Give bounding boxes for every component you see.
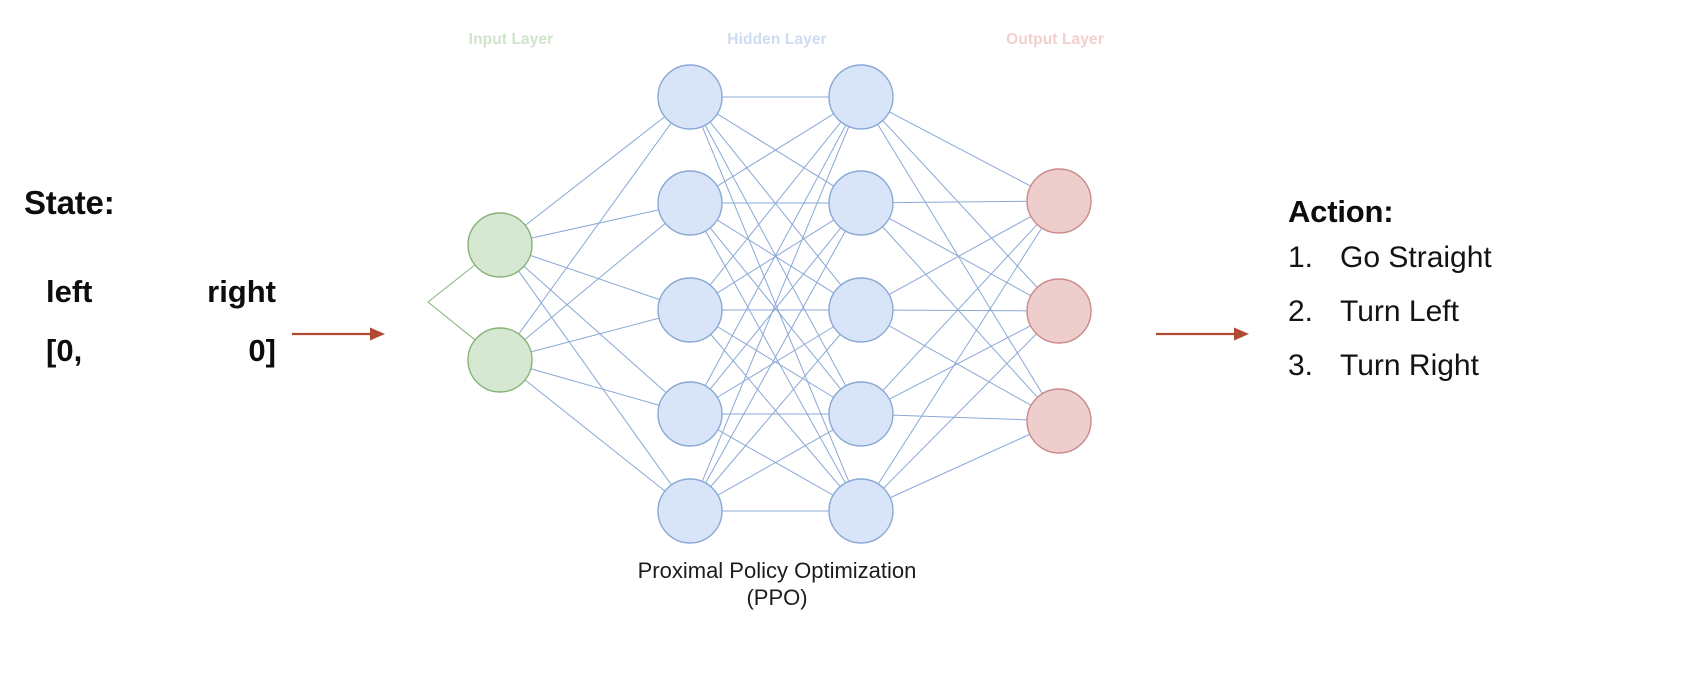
network-edge (523, 265, 667, 394)
hidden-node (828, 381, 894, 447)
state-value-right: 0] (248, 333, 276, 368)
layer-label-output: Output Layer (1006, 31, 1104, 48)
output-node (1026, 168, 1092, 234)
network-edge (882, 226, 1038, 398)
hidden-node (657, 170, 723, 236)
network-edge (877, 124, 1043, 394)
action-list-item: 2. Turn Left (1288, 297, 1668, 327)
network-edge (704, 124, 847, 387)
action-list-item: 1. Go Straight (1288, 243, 1668, 273)
network-edge (518, 270, 672, 486)
action-item-label: Turn Right (1340, 349, 1479, 382)
output-node (1026, 388, 1092, 454)
action-list-item: 3. Turn Right (1288, 351, 1668, 381)
neural-network-graph (400, 0, 1120, 560)
action-item-number: 1. (1288, 241, 1314, 274)
network-edge (882, 120, 1038, 288)
network-svg (427, 64, 1092, 544)
hidden-node (657, 381, 723, 447)
action-title: Action: (1288, 194, 1394, 229)
network-edge (889, 325, 1031, 400)
network-nodes (467, 64, 1092, 544)
state-title: State: (24, 184, 115, 221)
state-values: [0, 0] (46, 335, 276, 366)
state-to-network-arrow-icon (292, 324, 388, 344)
network-edge (892, 200, 1028, 204)
network-edge (717, 326, 834, 398)
network-edge (888, 325, 1032, 406)
network-edge (892, 414, 1028, 421)
network-edge (882, 224, 1038, 391)
hidden-node (828, 478, 894, 544)
network-edge (888, 215, 1032, 296)
network-edge (710, 334, 841, 487)
network-edge (427, 301, 476, 341)
state-value-left: [0, (46, 333, 83, 368)
layer-label-hidden: Hidden Layer (727, 31, 827, 48)
action-list: 1. Go Straight 2. Turn Left 3. Turn Right (1288, 243, 1668, 381)
network-edge (530, 317, 660, 353)
state-label-right: right (207, 274, 276, 309)
network-edge (716, 113, 835, 187)
network-edge (709, 227, 842, 390)
state-vector: left right [0, 0] (46, 276, 276, 366)
state-column-labels: left right (46, 276, 276, 307)
network-edge (877, 227, 1043, 485)
network-edge (889, 111, 1031, 187)
network-caption: Proximal Policy Optimization (PPO) (638, 558, 917, 612)
action-item-label: Go Straight (1340, 241, 1492, 274)
output-node (1026, 278, 1092, 344)
network-edge (883, 333, 1037, 489)
action-item-label: Turn Left (1340, 295, 1459, 328)
network-edge (518, 122, 672, 335)
hidden-node (828, 170, 894, 236)
network-edge (701, 126, 850, 482)
hidden-node (657, 64, 723, 130)
network-edge (717, 429, 834, 496)
caption-line-1: Proximal Policy Optimization (637, 558, 917, 583)
network-to-action-arrow-icon (1156, 324, 1252, 344)
hidden-node (657, 277, 723, 343)
network-edge (524, 379, 666, 492)
hidden-node (657, 478, 723, 544)
network-edge (531, 209, 659, 239)
network-edge (427, 264, 476, 303)
hidden-node (828, 277, 894, 343)
network-edge (892, 309, 1028, 312)
hidden-node (828, 64, 894, 130)
network-edge (705, 230, 846, 484)
network-edge (524, 116, 666, 226)
network-edge (709, 121, 842, 286)
caption-line-2: (PPO) (746, 584, 808, 610)
network-edge (530, 368, 660, 406)
state-block: State: left right [0, 0] (24, 184, 284, 366)
network-edge (524, 222, 666, 341)
network-edge (530, 254, 660, 301)
layer-label-input: Input Layer (468, 31, 554, 48)
state-label-left: left (46, 274, 93, 309)
network-edge (889, 433, 1031, 499)
action-block: Action: 1. Go Straight 2. Turn Left 3. Turn R… (1288, 196, 1668, 405)
input-node (467, 212, 533, 278)
input-node (467, 327, 533, 393)
network-edges (427, 96, 1043, 512)
action-item-number: 2. (1288, 295, 1314, 328)
action-item-number: 3. (1288, 349, 1314, 382)
